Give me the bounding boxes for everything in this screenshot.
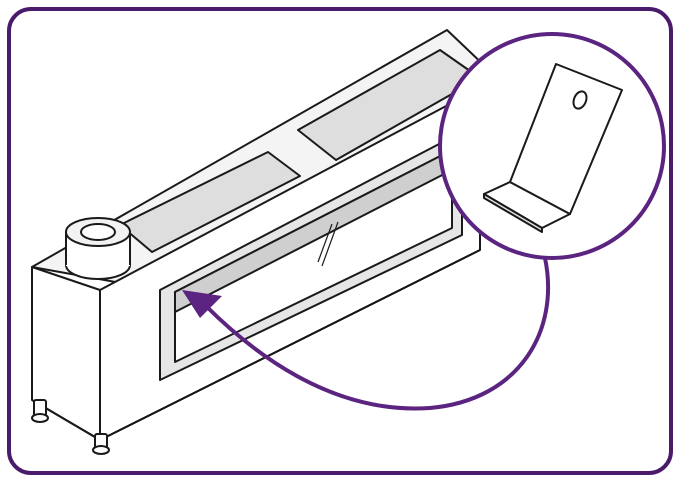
bracket-upright — [509, 63, 623, 215]
top-opening-left — [119, 151, 301, 253]
glass-reflection-1 — [317, 223, 333, 263]
pointer-arrow-line — [203, 256, 551, 411]
flue-opening — [80, 223, 116, 241]
glass-reflection-2 — [321, 221, 339, 267]
arrow-icon — [182, 290, 222, 318]
bracket-fold — [483, 193, 543, 233]
leg-left-foot — [31, 413, 49, 423]
angled-bracket-icon — [483, 63, 623, 233]
bracket-hole — [572, 90, 588, 110]
leg-front-foot — [92, 445, 110, 455]
